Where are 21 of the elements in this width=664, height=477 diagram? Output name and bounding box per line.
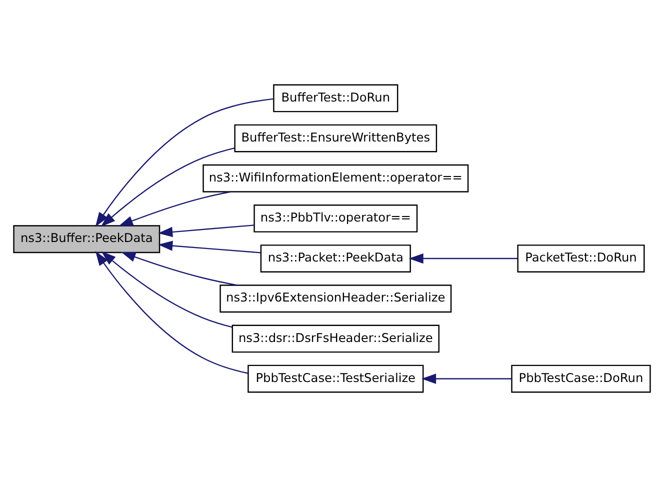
node-box: PacketTest::DoRun: [517, 244, 645, 272]
arrow: [421, 374, 512, 384]
arrow: [408, 253, 518, 264]
node-box: ns3::PbbTlv::operator==: [254, 204, 418, 232]
node-box: ns3::Buffer::PeekData: [13, 225, 160, 254]
arrow: [100, 147, 235, 227]
arrow: [101, 251, 232, 328]
node-box: ns3::Packet::PeekData: [260, 244, 411, 272]
arrow: [121, 252, 238, 286]
arrow: [95, 251, 248, 374]
arrow: [158, 224, 254, 238]
arrow: [158, 240, 261, 254]
node-box: PbbTestCase::TestSerialize: [248, 364, 424, 393]
node-box: ns3::Ipv6ExtensionHeader::Serialize: [220, 284, 452, 313]
node-box: ns3::WifiInformationElement::operator==: [202, 164, 469, 192]
node-box: BufferTest::DoRun: [273, 84, 398, 112]
node-box: BufferTest::EnsureWrittenBytes: [234, 124, 438, 152]
node-box: ns3::dsr::DsrFsHeader::Serialize: [232, 324, 440, 353]
node-box: PbbTestCase::DoRun: [511, 364, 651, 393]
arrow: [118, 191, 232, 226]
arrow: [95, 98, 274, 227]
